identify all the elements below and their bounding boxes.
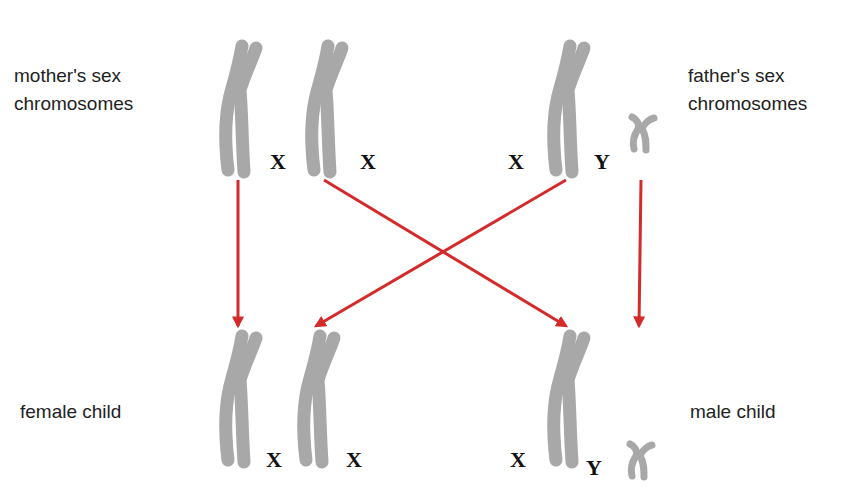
chromosome-node: X — [506, 38, 592, 178]
x-chromosome — [540, 328, 592, 468]
chromosome-letter: Y — [594, 150, 610, 174]
caption-label: male child — [690, 398, 850, 426]
chromatid — [642, 118, 654, 150]
chromosome-letter: X — [270, 150, 286, 174]
chromosome-node: X — [212, 38, 289, 178]
y-chromosome — [620, 113, 662, 153]
x-chromosome — [290, 328, 342, 468]
x-chromosome — [212, 328, 264, 468]
caption-label: mother's sex chromosomes — [14, 62, 189, 118]
chromosome-node: X — [298, 38, 379, 178]
chromatid — [630, 444, 637, 476]
chromatid — [568, 48, 584, 172]
chromosome-letter: X — [510, 448, 526, 472]
caption-label: father's sex chromosomes — [688, 62, 856, 118]
caption-label: female child — [20, 398, 200, 426]
x-chromosome — [298, 38, 350, 178]
chromosome-node: Y — [586, 328, 662, 480]
x-chromosome — [540, 38, 592, 178]
chromosome-letter: X — [508, 150, 524, 174]
chromatid — [318, 338, 334, 462]
chromosome-letter: X — [266, 448, 282, 472]
chromosome-node: X — [212, 328, 285, 468]
inheritance-arrow — [316, 180, 566, 326]
chromosome-letter: X — [360, 150, 376, 174]
inheritance-arrow — [237, 180, 240, 326]
chromatid — [632, 117, 639, 149]
chromosome-letter: Y — [586, 456, 602, 480]
chromatid — [240, 48, 256, 172]
inheritance-arrow — [639, 180, 641, 326]
chromatid — [240, 338, 256, 462]
chromosome-node: X — [506, 328, 592, 468]
chromosome-letter: X — [346, 448, 362, 472]
chromatid — [640, 445, 652, 477]
chromosome-node: X — [290, 328, 365, 468]
chromosome-node: Y — [594, 38, 664, 178]
chromatid — [568, 338, 584, 462]
chromatid — [326, 48, 342, 172]
x-chromosome — [212, 38, 264, 178]
y-chromosome — [618, 440, 660, 480]
